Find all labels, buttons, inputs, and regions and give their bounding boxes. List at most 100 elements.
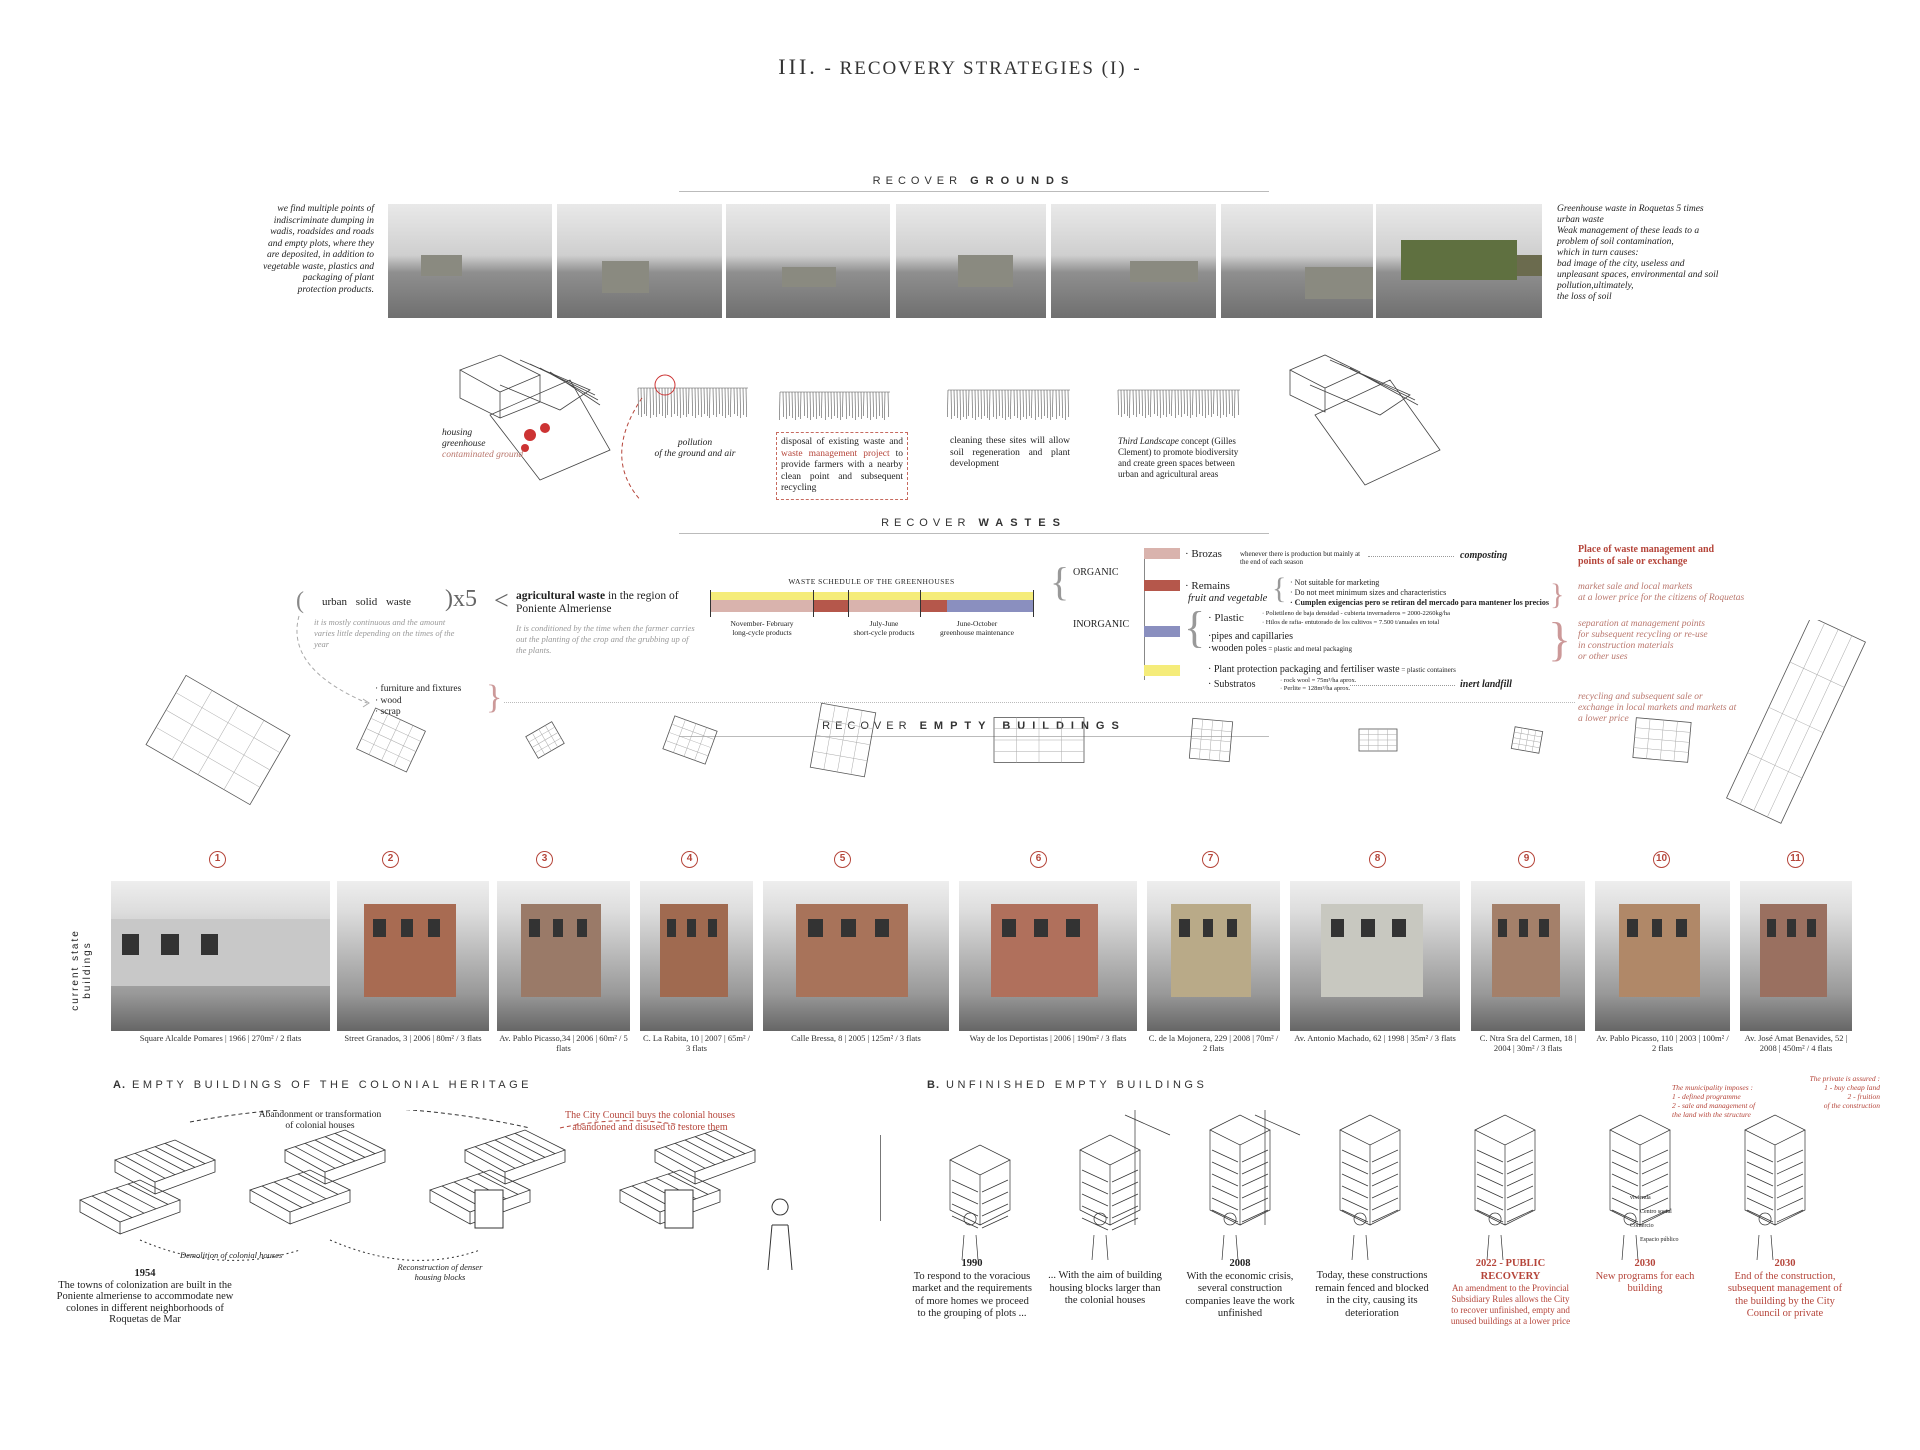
text-line: abandoned and disused to restore them (572, 1122, 728, 1133)
divider (880, 1135, 881, 1221)
ground-photo (557, 204, 722, 318)
text-line: urban waste (1557, 215, 1604, 225)
furniture-item: · scrap (375, 707, 401, 717)
step-year: 2022 - PUBLIC RECOVERY (1475, 1258, 1546, 1282)
dotted-arrow (1368, 556, 1454, 557)
bracket-open: ( (296, 588, 304, 614)
plant-stroke (1123, 389, 1125, 415)
plant-stroke (953, 389, 955, 417)
step-text: End of the construction, subsequent mana… (1727, 1270, 1843, 1320)
building-photo (111, 881, 330, 1031)
plastic-label: · Plastic (1208, 612, 1244, 624)
text-line: The municipality imposes : (1672, 1083, 1754, 1092)
building-facade (364, 903, 456, 997)
plant-stroke (962, 389, 964, 418)
text-line: Poniente almeriense to accommodate new (56, 1291, 234, 1302)
plant-stroke (658, 387, 660, 415)
plant-stroke (1117, 389, 1119, 416)
timeline-step: ... With the aim of building housing blo… (1045, 1270, 1165, 1308)
plant-stroke (700, 387, 702, 418)
plant-stroke (640, 387, 642, 418)
plant-stroke (661, 387, 663, 417)
plant-stroke (1129, 389, 1131, 419)
building-number: 2 (382, 851, 399, 868)
yellow-swatch (1144, 665, 1180, 676)
plant-stroke (950, 389, 952, 420)
brace: } (1548, 613, 1572, 666)
plant-stroke (1237, 389, 1239, 416)
plant-stroke (971, 389, 973, 419)
schedule-tick (848, 590, 849, 617)
plant-stroke (806, 391, 808, 419)
brace: { (1272, 572, 1287, 605)
plant-stroke (673, 387, 675, 415)
agricultural-waste: agricultural waste in the region of Poni… (516, 590, 679, 615)
schedule-segment (710, 600, 813, 612)
poles-label: ·wooden poles = plastic and metal packag… (1208, 643, 1353, 654)
ground-photo (388, 204, 552, 318)
text-line: Place of waste management and (1578, 544, 1715, 555)
step-year: 2030 (1774, 1258, 1796, 1269)
plant-stroke (643, 387, 645, 415)
inert-landfill-label: inert landfill (1460, 679, 1512, 690)
building-facade (1619, 903, 1701, 997)
plant-stroke (712, 387, 714, 416)
plant-stroke (848, 391, 850, 417)
plant-stroke (995, 389, 997, 420)
plant-stroke (857, 391, 859, 418)
plant-stroke (884, 391, 886, 421)
building-number: 7 (1202, 851, 1219, 868)
text-line: a lower price (1578, 714, 1629, 724)
plant-stroke (815, 391, 817, 420)
step-text: To respond to the voracious market and t… (912, 1270, 1032, 1320)
plant-stroke (872, 391, 874, 418)
brace: } (1550, 578, 1565, 611)
plant-stroke (1150, 389, 1152, 418)
plant-stroke (697, 387, 699, 416)
person-icon (1351, 1212, 1369, 1260)
text-line: 2 - sale and management of (1672, 1101, 1756, 1110)
text-line: packaging of plant (302, 273, 374, 283)
plant-stroke (1004, 389, 1006, 421)
text-line: housing blocks (414, 1272, 466, 1282)
regeneration-sketch (947, 389, 1070, 421)
plant-stroke (1210, 389, 1212, 418)
plant-stroke (1001, 389, 1003, 419)
plant-stroke (875, 391, 877, 420)
building-number: 6 (1030, 851, 1047, 868)
composting-label: composting (1460, 550, 1508, 561)
plant-stroke (959, 389, 961, 421)
plant-stroke (839, 391, 841, 421)
plant-stroke (968, 389, 970, 417)
plant-stroke (866, 391, 868, 419)
building-facade (1320, 903, 1423, 997)
building-caption: C. de la Mojonera, 229 | 2008 | 70m² / 2… (1148, 1033, 1279, 1053)
text-line: vegetable waste, plastics and (263, 261, 374, 272)
plant-stroke (989, 389, 991, 421)
building-facade (1760, 903, 1828, 997)
plant-stroke (718, 387, 720, 415)
building-caption: C. Ntra Sra del Carmen, 18 | 2004 | 30m²… (1479, 1033, 1577, 1053)
plant-stroke (730, 387, 732, 418)
plant-stroke (998, 389, 1000, 417)
plant-stroke (1067, 389, 1069, 418)
plant-stroke (1168, 389, 1170, 415)
building-photo (640, 881, 753, 1031)
plant-stroke (887, 391, 889, 418)
text-line: the land with the structure (1672, 1110, 1751, 1119)
furniture-item: · wood (375, 695, 402, 706)
unfinished-building-sketch (1744, 1114, 1806, 1260)
plant-stroke (1061, 389, 1063, 419)
plant-stroke (1126, 389, 1128, 417)
dotted-arrow (504, 702, 1575, 703)
plant-stroke (1052, 389, 1054, 418)
plant-stroke (652, 387, 654, 416)
building-photo (1595, 881, 1730, 1031)
text-line: of colonial houses (285, 1121, 355, 1131)
building-caption: Av. Pablo Picasso, 110 | 2003 | 100m² / … (1596, 1033, 1729, 1053)
building-plan (662, 715, 718, 765)
